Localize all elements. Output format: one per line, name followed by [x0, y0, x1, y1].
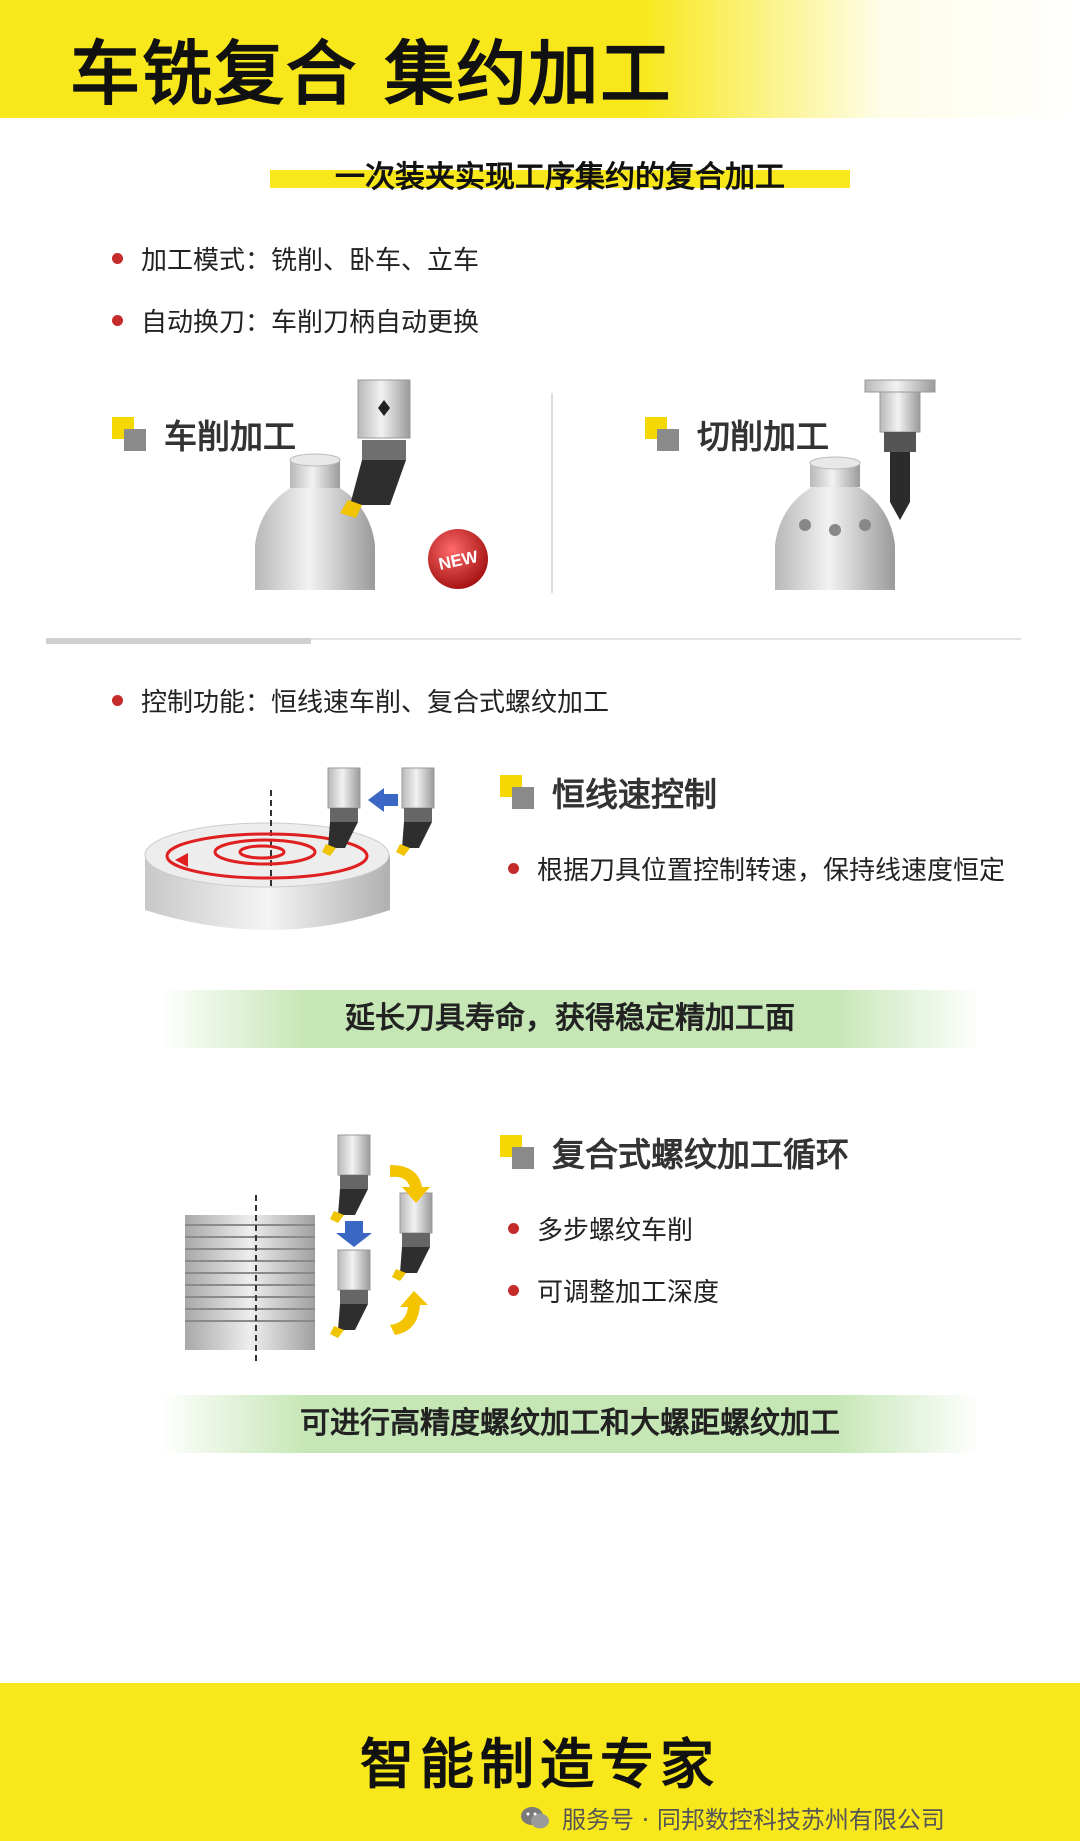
header-fade [640, 0, 1080, 118]
turning-title-text: 车削加工 [164, 417, 296, 456]
cutting-title: 切削加工 [645, 410, 829, 458]
subtitle-highlight [270, 170, 850, 188]
bullet-toolchange-text: 自动换刀：车削刀柄自动更换 [141, 308, 480, 338]
page-title: 车铣复合 集约加工 [70, 33, 673, 115]
bullet-thread-1-text: 多步螺纹车削 [537, 1216, 694, 1246]
constant-speed-illustration [144, 767, 435, 930]
turning-title: 车削加工 [112, 410, 296, 458]
bullet-dot [112, 695, 123, 706]
thread-title-text: 复合式螺纹加工循环 [552, 1135, 849, 1174]
bullet-thread-2: 可调整加工深度 [508, 1272, 719, 1309]
subtitle: 一次装夹实现工序集约的复合加工 [270, 152, 850, 196]
constant-speed-title-text: 恒线速控制 [552, 775, 717, 814]
bullet-toolchange: 自动换刀：车削刀柄自动更换 [112, 302, 479, 339]
footer-credit: 服务号 · 同邦数控科技苏州有限公司 [520, 1800, 945, 1835]
square-icon [645, 417, 679, 451]
cutting-title-text: 切削加工 [697, 417, 829, 456]
square-icon [112, 417, 146, 451]
footer-title: 智能制造专家 [360, 1733, 720, 1796]
thread-title: 复合式螺纹加工循环 [500, 1128, 849, 1176]
wechat-icon [521, 1806, 549, 1828]
bullet-constant-speed-text: 根据刀具位置控制转速，保持线速度恒定 [537, 856, 1006, 886]
banner-thread: 可进行高精度螺纹加工和大螺距螺纹加工 [160, 1395, 980, 1453]
bullet-thread-2-text: 可调整加工深度 [537, 1278, 720, 1308]
square-icon [500, 1135, 534, 1169]
horizontal-divider [46, 638, 1021, 640]
thread-illustration [185, 1134, 433, 1363]
vertical-divider [551, 393, 553, 593]
constant-speed-title: 恒线速控制 [500, 768, 717, 816]
turning-illustration: NEW [255, 379, 488, 590]
bullet-dot [508, 863, 519, 874]
bullet-dot [508, 1285, 519, 1296]
banner-tool-life-text: 延长刀具寿命，获得稳定精加工面 [345, 1001, 795, 1036]
cutting-illustration [775, 379, 936, 590]
bullet-thread-1: 多步螺纹车削 [508, 1210, 693, 1247]
banner-thread-text: 可进行高精度螺纹加工和大螺距螺纹加工 [300, 1406, 840, 1441]
bullet-control-text: 控制功能：恒线速车削、复合式螺纹加工 [141, 688, 610, 718]
bullet-dot [112, 253, 123, 264]
horizontal-divider-accent [46, 638, 311, 644]
footer-credit-text: 服务号 · 同邦数控科技苏州有限公司 [562, 1806, 945, 1834]
bullet-dot [112, 315, 123, 326]
bullet-dot [508, 1223, 519, 1234]
subtitle-text: 一次装夹实现工序集约的复合加工 [335, 160, 785, 195]
banner-tool-life: 延长刀具寿命，获得稳定精加工面 [160, 990, 980, 1048]
bullet-mode-text: 加工模式：铣削、卧车、立车 [141, 246, 480, 276]
bullet-mode: 加工模式：铣削、卧车、立车 [112, 240, 479, 277]
bullet-constant-speed: 根据刀具位置控制转速，保持线速度恒定 [508, 850, 1005, 887]
square-icon [500, 775, 534, 809]
bullet-control: 控制功能：恒线速车削、复合式螺纹加工 [112, 682, 609, 719]
